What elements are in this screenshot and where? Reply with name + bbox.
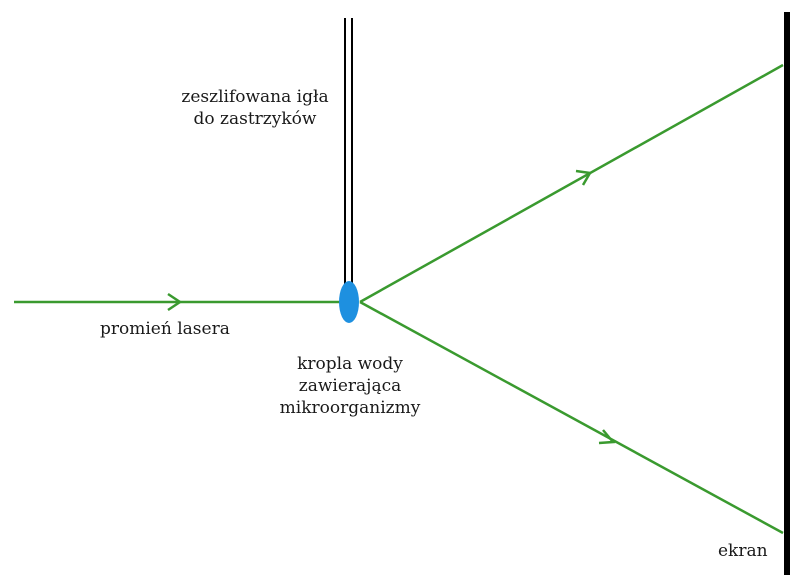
- water-drop: [339, 281, 359, 323]
- upper-diffracted-beam: [359, 63, 784, 304]
- drop-label-line-3: mikroorganizmy: [279, 398, 421, 418]
- needle-label: zeszlifowana igła do zastrzyków: [170, 86, 340, 130]
- screen-label: ekran: [718, 541, 768, 561]
- needle-label-line-2: do zastrzyków: [193, 109, 317, 129]
- lower-diffracted-beam: [359, 300, 784, 535]
- needle-label-line-1: zeszlifowana igła: [181, 87, 329, 107]
- drop-label: kropla wody zawierająca mikroorganizmy: [260, 353, 440, 419]
- laser-beam-label: promień lasera: [100, 319, 230, 339]
- drop-label-line-2: zawierająca: [298, 376, 402, 396]
- drop-label-line-1: kropla wody: [297, 354, 403, 374]
- incoming-beam-arrow: [167, 292, 183, 312]
- lower-beam-arrow: [598, 429, 616, 445]
- upper-beam-arrow: [575, 169, 593, 186]
